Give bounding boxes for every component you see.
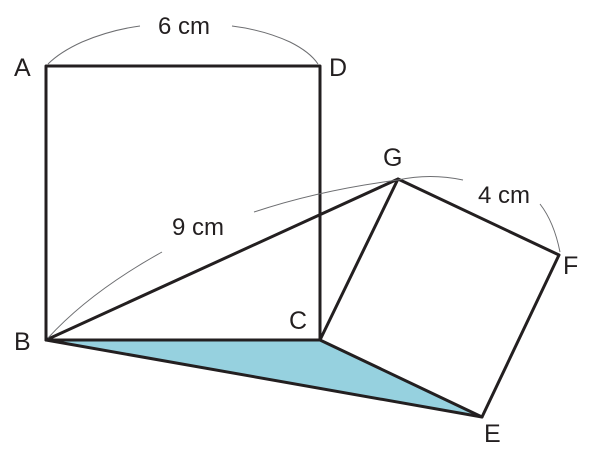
dimension-arc-ad-right xyxy=(231,25,319,65)
point-label-f: F xyxy=(563,252,578,280)
segment-be xyxy=(44,338,484,419)
measurement-label-bg: 9 cm xyxy=(172,214,224,241)
measurement-label-gf: 4 cm xyxy=(478,182,530,209)
point-label-d: D xyxy=(329,54,347,82)
dimension-arc-gf xyxy=(539,203,561,253)
dimension-arc-bg-lower xyxy=(47,251,163,339)
measurement-label-ad: 6 cm xyxy=(158,13,210,40)
dimension-arc-ad xyxy=(47,25,141,65)
point-label-e: E xyxy=(484,420,501,448)
point-label-b: B xyxy=(14,328,31,356)
point-label-c: C xyxy=(289,307,307,335)
point-label-a: A xyxy=(14,54,31,82)
point-label-g: G xyxy=(383,144,402,172)
dimension-arc-bg-upper xyxy=(253,176,464,213)
square-abcd xyxy=(44,64,322,342)
segment-bg xyxy=(44,177,400,342)
square-cefg xyxy=(318,177,561,419)
